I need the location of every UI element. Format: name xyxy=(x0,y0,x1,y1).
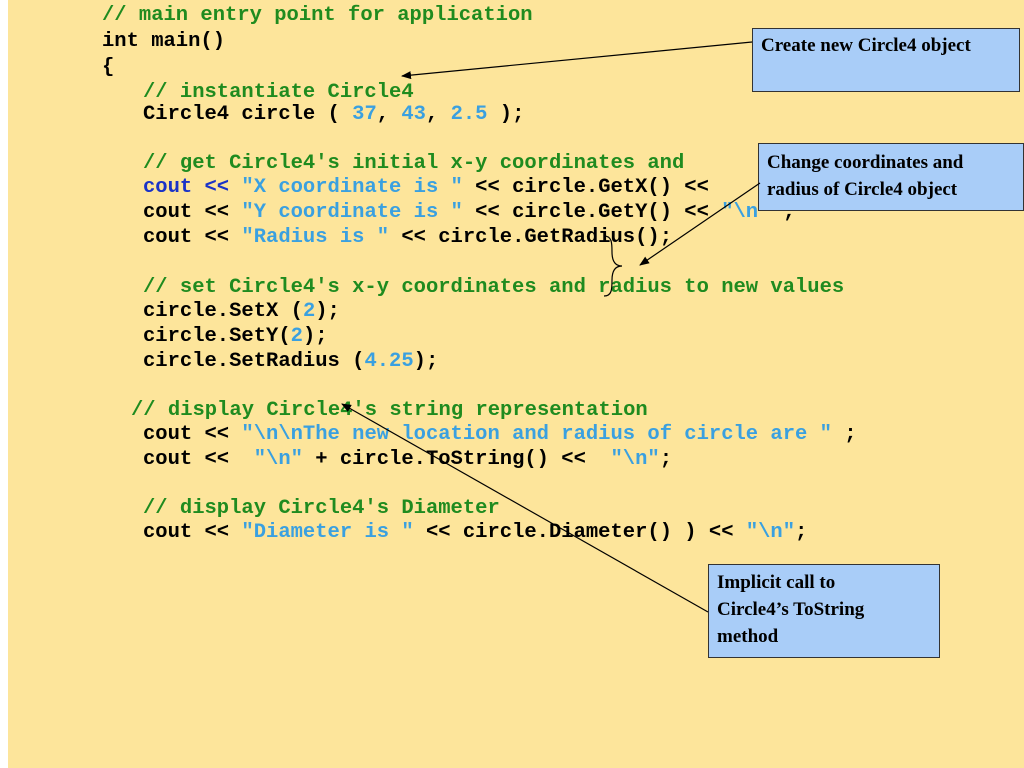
code-line-15: cout << "\n\nThe new location and radius… xyxy=(143,423,857,446)
code-line-9: cout << "Radius is " << circle.GetRadius… xyxy=(143,226,672,249)
code-line-18: cout << "Diameter is " << circle.Diamete… xyxy=(143,521,808,544)
code-line-12: circle.SetY(2); xyxy=(143,325,328,348)
callout-implicit-text-3: method xyxy=(717,626,779,647)
code-line-11: circle.SetX (2); xyxy=(143,300,340,323)
code-line-7: cout << "X coordinate is " << circle.Get… xyxy=(143,176,709,199)
slide-margin xyxy=(0,0,8,768)
code-line-10: // set Circle4's x-y coordinates and rad… xyxy=(143,276,845,299)
code-line-5: Circle4 circle ( 37, 43, 2.5 ); xyxy=(143,103,525,126)
code-line-1: // main entry point for application xyxy=(102,4,533,27)
callout-change-text-1: Change coordinates and xyxy=(767,152,964,173)
callout-implicit-text-2: Circle4’s ToString xyxy=(717,599,865,620)
code-line-8: cout << "Y coordinate is " << circle.Get… xyxy=(143,201,796,224)
code-line-13: circle.SetRadius (4.25); xyxy=(143,350,439,373)
code-line-2: int main() xyxy=(102,30,226,53)
callout-change-text-2: radius of Circle4 object xyxy=(767,179,958,200)
code-line-14: // display Circle4's string representati… xyxy=(131,399,648,422)
code-line-4: // instantiate Circle4 xyxy=(143,81,414,104)
callout-change-coordinates: Change coordinates and radius of Circle4… xyxy=(758,143,1024,211)
callout-implicit-tostring: Implicit call to Circle4’s ToString meth… xyxy=(708,564,940,658)
code-line-16: cout << "\n" + circle.ToString() << "\n"… xyxy=(143,448,673,471)
code-line-17: // display Circle4's Diameter xyxy=(143,497,500,520)
code-line-6: // get Circle4's initial x-y coordinates… xyxy=(143,152,685,175)
code-line-3: { xyxy=(102,56,115,79)
callout-create-object: Create new Circle4 object xyxy=(752,28,1020,92)
callout-create-text: Create new Circle4 object xyxy=(761,35,971,56)
callout-implicit-text-1: Implicit call to xyxy=(717,572,836,593)
